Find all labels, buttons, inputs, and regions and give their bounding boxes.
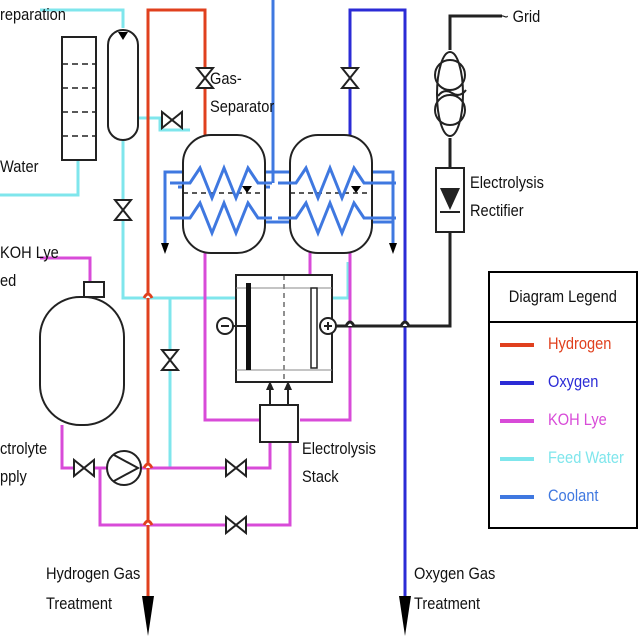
legend-label-oxygen: Oxygen — [548, 372, 599, 391]
oxygen-lines — [348, 8, 407, 598]
hydrogen-outlet-arrow — [142, 596, 154, 636]
legend-label-feed-water: Feed Water — [548, 448, 624, 467]
electrolysis-rectifier — [435, 167, 465, 233]
valve-feed-water-tank — [112, 199, 134, 221]
electrical-lines — [336, 14, 502, 328]
feed-water-tank — [107, 29, 139, 141]
legend-item-hydrogen: Hydrogen — [490, 330, 636, 360]
legend-swatch-hydrogen — [500, 343, 534, 347]
legend-item-coolant: Coolant — [490, 482, 636, 512]
legend-label-coolant: Coolant — [548, 486, 599, 505]
valve-return-line-1 — [225, 457, 247, 479]
electrolysis-stack-label-2: Stack — [302, 467, 339, 486]
oxygen-outlet-arrow — [399, 596, 411, 636]
valve-return-line-2 — [225, 514, 247, 536]
legend-title-text: Diagram Legend — [508, 287, 618, 306]
circulation-pump — [106, 450, 142, 486]
koh-lye-feed-label-1: KOH Lye — [0, 243, 59, 262]
valve-feed-water-line — [161, 109, 183, 131]
electrolysis-stack-label-1: Electrolysis — [302, 439, 376, 458]
rectifier-label-1: Electrolysis — [470, 173, 544, 192]
legend-swatch-oxygen — [500, 381, 534, 385]
gas-separator-label-1: Gas- — [210, 69, 242, 88]
legend-item-feed-water: Feed Water — [490, 444, 636, 474]
legend-label-koh-lye: KOH Lye — [548, 410, 607, 429]
legend-item-oxygen: Oxygen — [490, 368, 636, 398]
grid-transformer — [434, 51, 467, 137]
hydrogen-treatment-label-1: Hydrogen Gas — [46, 564, 141, 583]
water-preparation-tower — [61, 36, 97, 161]
coolant-arrow-2 — [389, 243, 397, 254]
oxygen-treatment-label-1: Oxygen Gas — [414, 564, 496, 583]
valve-feed-water-vertical — [159, 349, 181, 371]
water-preparation-label: reparation — [0, 5, 66, 24]
oxygen-gas-separator — [278, 134, 396, 254]
oxygen-treatment-label-2: Treatment — [414, 594, 481, 613]
coolant-arrow-1 — [161, 243, 169, 254]
valves — [73, 67, 361, 536]
hydrogen-lines — [146, 8, 207, 598]
hydrogen-treatment-label-2: Treatment — [46, 594, 113, 613]
valve-hydrogen-separator — [194, 67, 216, 89]
gas-separator-label-2: Separator — [210, 97, 275, 116]
electrolysis-stack — [216, 274, 337, 443]
legend-swatch-feed-water — [500, 457, 534, 461]
legend-swatch-coolant — [500, 495, 534, 499]
koh-lye-feed-label-2: ed — [0, 271, 17, 290]
diagram-legend: Diagram Legend Hydrogen Oxygen KOH Lye F… — [488, 271, 638, 529]
legend-item-koh-lye: KOH Lye — [490, 406, 636, 436]
valve-supply-line — [73, 457, 95, 479]
valve-oxygen-separator — [339, 67, 361, 89]
legend-swatch-koh-lye — [500, 419, 534, 423]
legend-title: Diagram Legend — [490, 273, 636, 323]
electrolyte-supply-label-2: pply — [0, 467, 27, 486]
line-crossovers — [142, 292, 411, 526]
water-label: Water — [0, 157, 39, 176]
electrolyte-supply-tank — [39, 281, 125, 426]
rectifier-label-2: Rectifier — [470, 201, 524, 220]
grid-label: ~ Grid — [500, 7, 541, 26]
electrolyte-supply-label-1: ctrolyte — [0, 439, 48, 458]
koh-lye-lines — [40, 245, 352, 527]
hydrogen-gas-separator — [170, 134, 272, 254]
legend-label-hydrogen: Hydrogen — [548, 334, 612, 353]
